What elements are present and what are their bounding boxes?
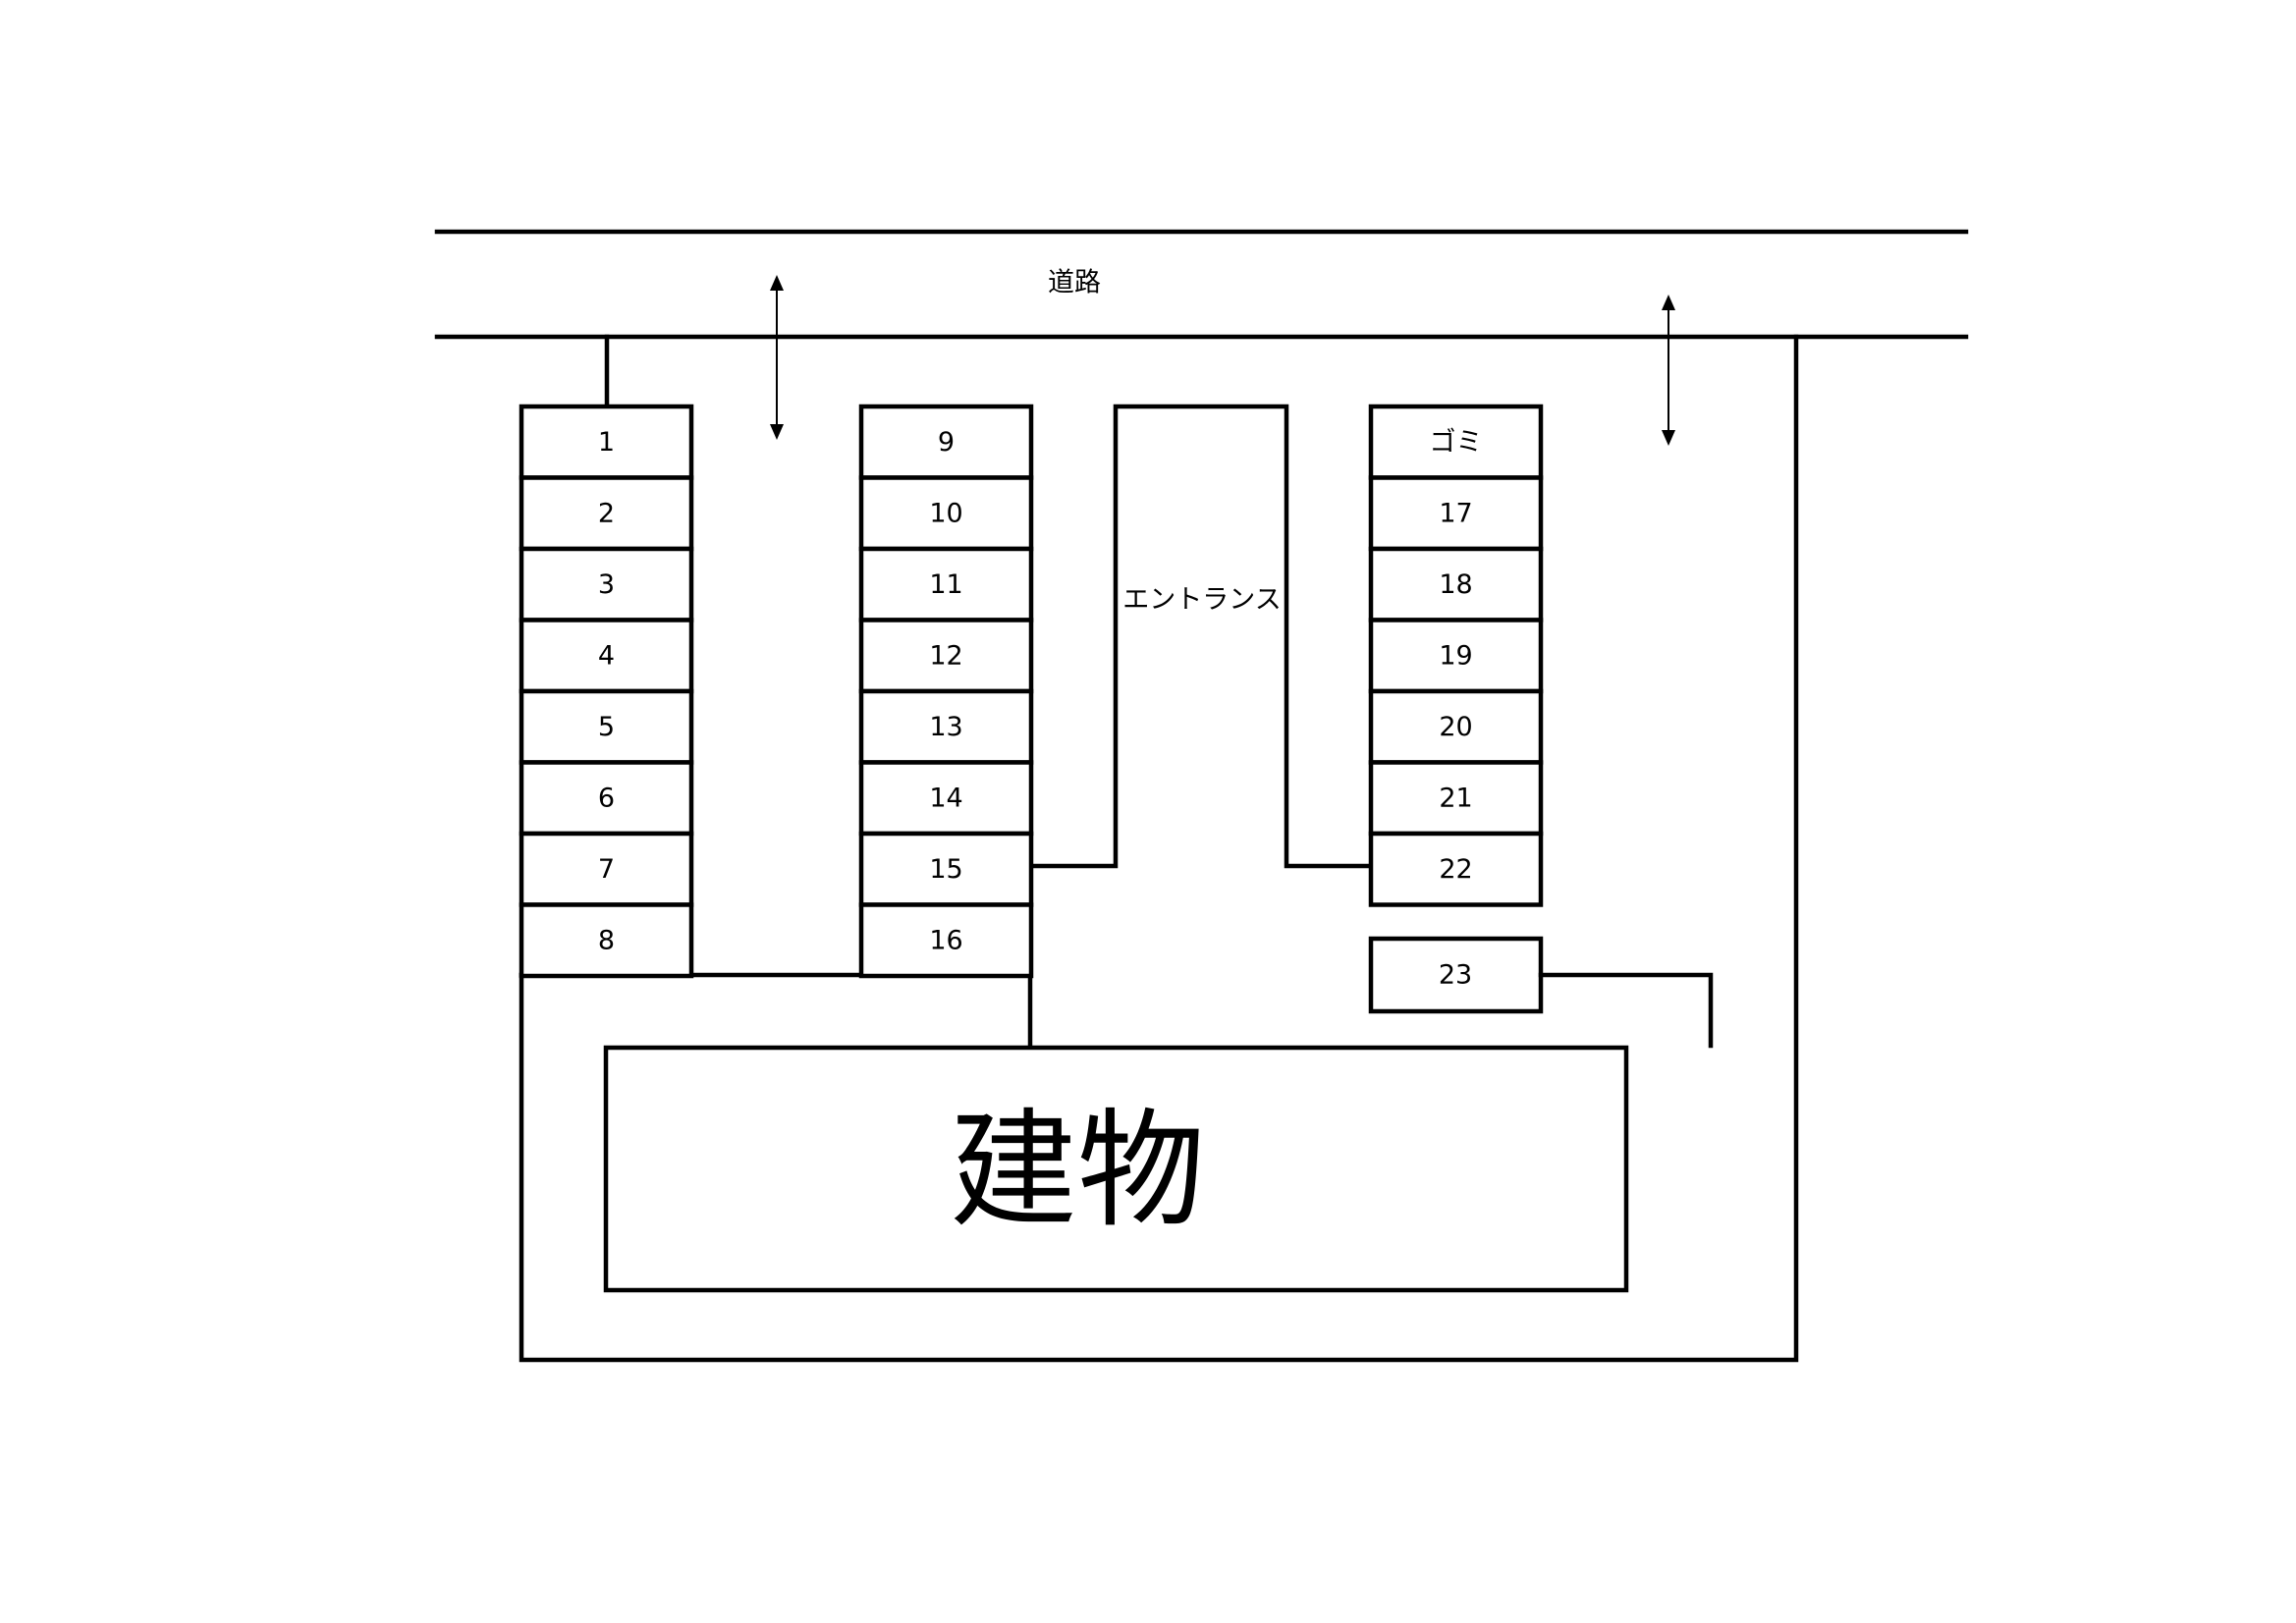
slot-label: 11 xyxy=(929,569,962,600)
slot-label: 18 xyxy=(1439,569,1472,600)
parking-slot-21: 21 xyxy=(1368,760,1544,837)
slot-label: ゴミ xyxy=(1430,427,1483,458)
parking-slot-12: 12 xyxy=(858,618,1034,694)
slot-label: 20 xyxy=(1439,712,1472,742)
slot-box xyxy=(1368,475,1544,552)
slot-label: 14 xyxy=(929,783,962,813)
slot-label: 17 xyxy=(1439,498,1472,528)
slot-box xyxy=(519,475,694,552)
access-arrow-left xyxy=(770,275,784,440)
parking-slot-2: 2 xyxy=(519,475,694,552)
road: 道路 xyxy=(434,229,1969,340)
slot-box xyxy=(858,618,1034,694)
slot-label: 4 xyxy=(598,640,615,671)
slot-box xyxy=(858,546,1034,622)
slot-label: 6 xyxy=(598,783,615,813)
building: 建物 xyxy=(603,1045,1629,1293)
parking-slot-8: 8 xyxy=(519,902,694,979)
slot-box xyxy=(858,475,1034,552)
parking-slot-19: 19 xyxy=(1368,618,1544,694)
road-label: 道路 xyxy=(1048,268,1101,298)
parking-slot-13: 13 xyxy=(858,688,1034,765)
parking-slot-14: 14 xyxy=(858,760,1034,837)
parking-slot-7: 7 xyxy=(519,831,694,907)
access-arrow-right xyxy=(1662,295,1675,446)
slot-label: 19 xyxy=(1439,640,1472,671)
slot-label: 8 xyxy=(598,925,615,955)
entrance-corridor: エントランス xyxy=(1028,404,1374,869)
slot-box xyxy=(519,546,694,622)
slot-label: 12 xyxy=(929,640,962,671)
parking-slot-11: 11 xyxy=(858,546,1034,622)
parking-slot-9: 9 xyxy=(858,404,1034,480)
slot-box xyxy=(858,831,1034,907)
slot-box xyxy=(519,688,694,765)
slot-box xyxy=(858,902,1034,979)
slot-box xyxy=(1368,831,1544,907)
building-label: 建物 xyxy=(950,1096,1205,1245)
slot-label: 16 xyxy=(929,925,962,955)
slot-label: 21 xyxy=(1439,783,1472,813)
parking-slot-3: 3 xyxy=(519,546,694,622)
parking-slot-22: 22 xyxy=(1368,831,1544,907)
parking-slot-20: 20 xyxy=(1368,688,1544,765)
parking-slot-17: 17 xyxy=(1368,475,1544,552)
parking-slot-1: 1 xyxy=(519,404,694,480)
slot-label: 22 xyxy=(1439,854,1472,885)
parking-slot-5: 5 xyxy=(519,688,694,765)
slot-label: 9 xyxy=(938,427,955,458)
parking-slot-4: 4 xyxy=(519,618,694,694)
parking-slot-23: 23 xyxy=(1368,936,1714,1049)
slot-label: 10 xyxy=(929,498,962,528)
parking-slot-15: 15 xyxy=(858,831,1034,907)
slot-box xyxy=(519,760,694,837)
slot-label: 7 xyxy=(598,854,615,885)
parking-slot-6: 6 xyxy=(519,760,694,837)
slot-label: 2 xyxy=(598,498,615,528)
slot-box xyxy=(1368,404,1544,480)
parking-slot-16: 16 xyxy=(858,902,1034,979)
slot-box xyxy=(519,902,694,979)
slot-label: 13 xyxy=(929,712,962,742)
slot-box xyxy=(858,760,1034,837)
parking-slot-10: 10 xyxy=(858,475,1034,552)
slot-box xyxy=(1368,546,1544,622)
parking-slot-18: 18 xyxy=(1368,546,1544,622)
entrance-label: エントランス xyxy=(1122,585,1281,616)
parking-slot-garbage: ゴミ xyxy=(1368,404,1544,480)
slot-label: 5 xyxy=(598,712,615,742)
slot-label: 15 xyxy=(929,854,962,885)
slot-23-label: 23 xyxy=(1439,960,1472,991)
slot-label: 1 xyxy=(598,427,615,458)
slot-label: 3 xyxy=(598,569,615,600)
